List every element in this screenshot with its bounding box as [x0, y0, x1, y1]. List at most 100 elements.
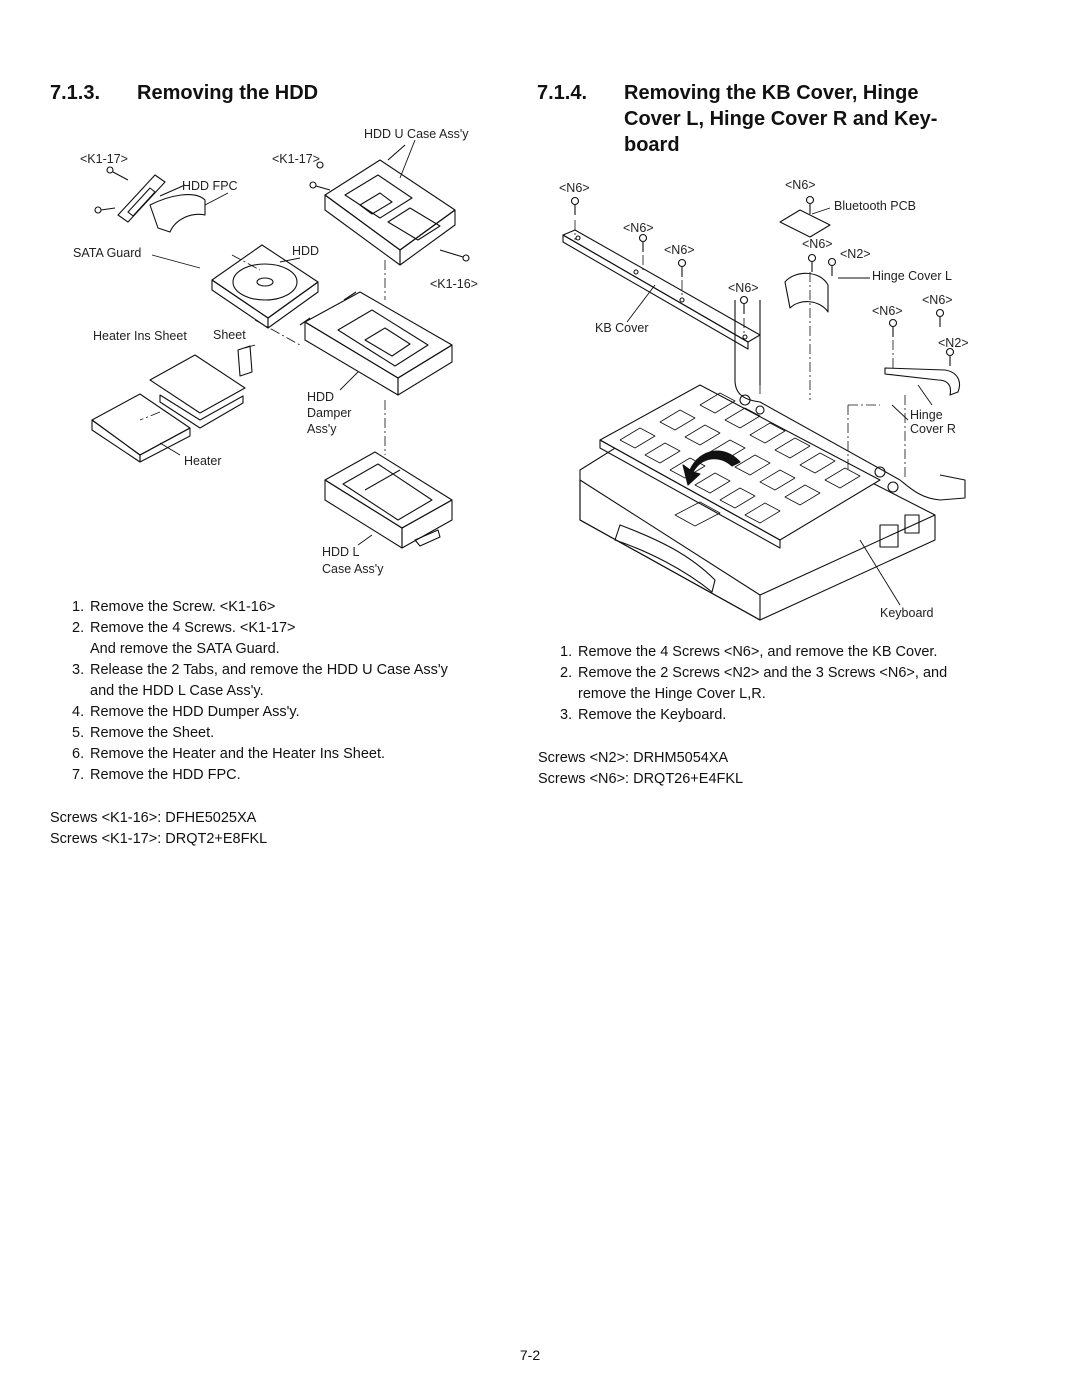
step-item: 1.Remove the Screw. <K1-16> [50, 597, 540, 618]
label-sheet: Sheet [213, 328, 246, 342]
label-n6: <N6> [559, 181, 590, 195]
screw-k1-16-drawing [439, 249, 470, 262]
hdd-l-case-drawing [324, 451, 453, 549]
section-heading: Removing the HDD [137, 82, 319, 104]
step-item: 6. Remove the Heater and the Heater Ins S… [50, 744, 540, 765]
label-hdd-fpc: HDD FPC [182, 179, 238, 193]
section-title-hdd: 7.1.3. Removing the HDD [50, 80, 510, 106]
step-item: 3. Remove the Keyboard. [538, 705, 1018, 726]
step-number: 7. [72, 767, 85, 783]
step-text: Remove the Sheet. [90, 725, 215, 741]
step-text: And remove the SATA Guard. [90, 641, 280, 657]
step-text: Remove the Heater and the Heater Ins She… [90, 746, 386, 762]
step-item: 7. Remove the HDD FPC. [50, 765, 540, 786]
step-number: 5. [72, 725, 85, 741]
step-text: remove the Hinge Cover L,R. [578, 686, 766, 702]
screw-n2-drawing [827, 257, 955, 366]
step-text: Remove the HDD FPC. [90, 767, 241, 783]
hinge-cover-l-drawing [784, 272, 829, 313]
step-number: 2. [560, 665, 573, 681]
hinge-cover-r-drawing [884, 367, 961, 396]
step-item: 3. Release the 2 Tabs, and remove the HDD… [50, 660, 540, 702]
section-title-kb-cover: 7.1.4. Removing the KB Cover, Hinge Cove… [537, 80, 1037, 160]
hdd-exploded-diagram: HDD U Case Ass'y <K1-17> <K1-17> HDD FPC… [0, 0, 540, 590]
label-keyboard: Keyboard [880, 606, 934, 620]
leader-lines [151, 139, 416, 546]
hdd-u-case-drawing [324, 144, 456, 266]
label-n6: <N6> [785, 178, 816, 192]
alignment-lines [139, 254, 386, 455]
label-hdd-damper: HDD [307, 390, 334, 404]
label-heater-ins-sheet: Heater Ins Sheet [93, 329, 187, 343]
label-hdd-damper: Ass'y [307, 422, 337, 436]
hdd-removal-steps: 1.Remove the Screw. <K1-16> 2. Remove the… [50, 597, 540, 786]
step-text: and the HDD L Case Ass'y. [90, 683, 264, 699]
screw-spec: Screws <K1-16>: DFHE5025XA [50, 810, 257, 826]
step-text: Remove the 4 Screws. <K1-17> [90, 620, 296, 636]
step-number: 4. [72, 704, 85, 720]
keyboard-removal-steps: 1. Remove the 4 Screws <N6>, and remove t… [538, 642, 1018, 726]
section-number: 7.1.4. [537, 82, 588, 104]
section-number: 7.1.3. [50, 82, 101, 104]
label-k1-16: <K1-16> [430, 277, 478, 291]
sheet-drawing [237, 345, 253, 377]
screw-spec: Screws <K1-17>: DRQT2+E8FKL [50, 831, 268, 847]
hdd-damper-drawing [299, 291, 453, 396]
label-kb-cover: KB Cover [595, 321, 649, 335]
label-hdd-u-case: HDD U Case Ass'y [364, 127, 469, 141]
step-number: 3. [72, 662, 85, 678]
label-hinge-cover-l: Hinge Cover L [872, 269, 952, 283]
step-number: 1. [560, 644, 573, 660]
step-number: 3. [560, 707, 573, 723]
heater-drawing [91, 393, 191, 463]
label-hinge-cover-r: Cover R [910, 422, 956, 436]
label-sata-guard: SATA Guard [73, 246, 141, 260]
label-heater: Heater [184, 454, 222, 468]
step-item: 4.Remove the HDD Dumper Ass'y. [50, 702, 540, 723]
label-n6: <N6> [664, 243, 695, 257]
step-item: 2. Remove the 4 Screws. <K1-17> And remove… [50, 618, 540, 660]
step-text: Remove the Keyboard. [578, 707, 727, 723]
label-bluetooth-pcb: Bluetooth PCB [834, 199, 916, 213]
keyboard-exploded-diagram: <N6> <N6> Bluetooth PCB <N6> <N6> <N6> <… [540, 0, 1080, 630]
screw-k1-17-drawing [94, 161, 331, 214]
label-k1-17: <K1-17> [272, 152, 320, 166]
step-number: 6. [72, 746, 85, 762]
label-k1-17: <K1-17> [80, 152, 128, 166]
step-text: Remove the Screw. <K1-16> [90, 599, 276, 615]
label-n6: <N6> [728, 281, 759, 295]
heater-ins-sheet-drawing [149, 354, 246, 429]
page-number: 7-2 [519, 1347, 541, 1363]
section-heading-line-3: board [624, 134, 680, 156]
screw-n6-drawing [570, 195, 945, 337]
bluetooth-pcb-drawing [779, 209, 831, 238]
label-n6: <N6> [802, 237, 833, 251]
alignment-lines [574, 220, 906, 478]
label-hdd: HDD [292, 244, 319, 258]
step-item: 1. Remove the 4 Screws <N6>, and remove t… [538, 642, 1018, 663]
label-n6: <N6> [623, 221, 654, 235]
label-hdd-l-case: Case Ass'y [322, 562, 384, 576]
label-hdd-damper: Damper [307, 406, 351, 420]
step-number: 2. [72, 620, 85, 636]
section-heading-line-1: Removing the KB Cover, Hinge [624, 82, 919, 104]
section-heading-line-2: Cover L, Hinge Cover R and Key- [624, 108, 938, 130]
step-item: 2. Remove the 2 Screws <N2> and the 3 Scr… [538, 663, 1018, 705]
keyboard-screw-list: Screws <N2>: DRHM5054XA Screws <N6>: DRQ… [538, 748, 1018, 790]
screw-spec: Screws <N6>: DRQT26+E4FKL [538, 771, 744, 787]
label-n6: <N6> [922, 293, 953, 307]
step-text: Remove the 2 Screws <N2> and the 3 Screw… [578, 665, 948, 681]
step-item: 5. Remove the Sheet. [50, 723, 540, 744]
hdd-fpc-drawing [117, 174, 206, 233]
step-text: Remove the 4 Screws <N6>, and remove the… [578, 644, 938, 660]
hdd-drawing [211, 244, 319, 329]
step-text: Release the 2 Tabs, and remove the HDD U… [90, 662, 448, 678]
removal-arrow-icon [682, 450, 741, 486]
label-n2: <N2> [938, 336, 969, 350]
label-hinge-cover-r: Hinge [910, 408, 943, 422]
label-n6: <N6> [872, 304, 903, 318]
hdd-screw-list: Screws <K1-16>: DFHE5025XA Screws <K1-17… [50, 808, 530, 850]
label-hdd-l-case: HDD L [322, 545, 360, 559]
label-n2: <N2> [840, 247, 871, 261]
hinge-detail-drawing [739, 394, 899, 493]
